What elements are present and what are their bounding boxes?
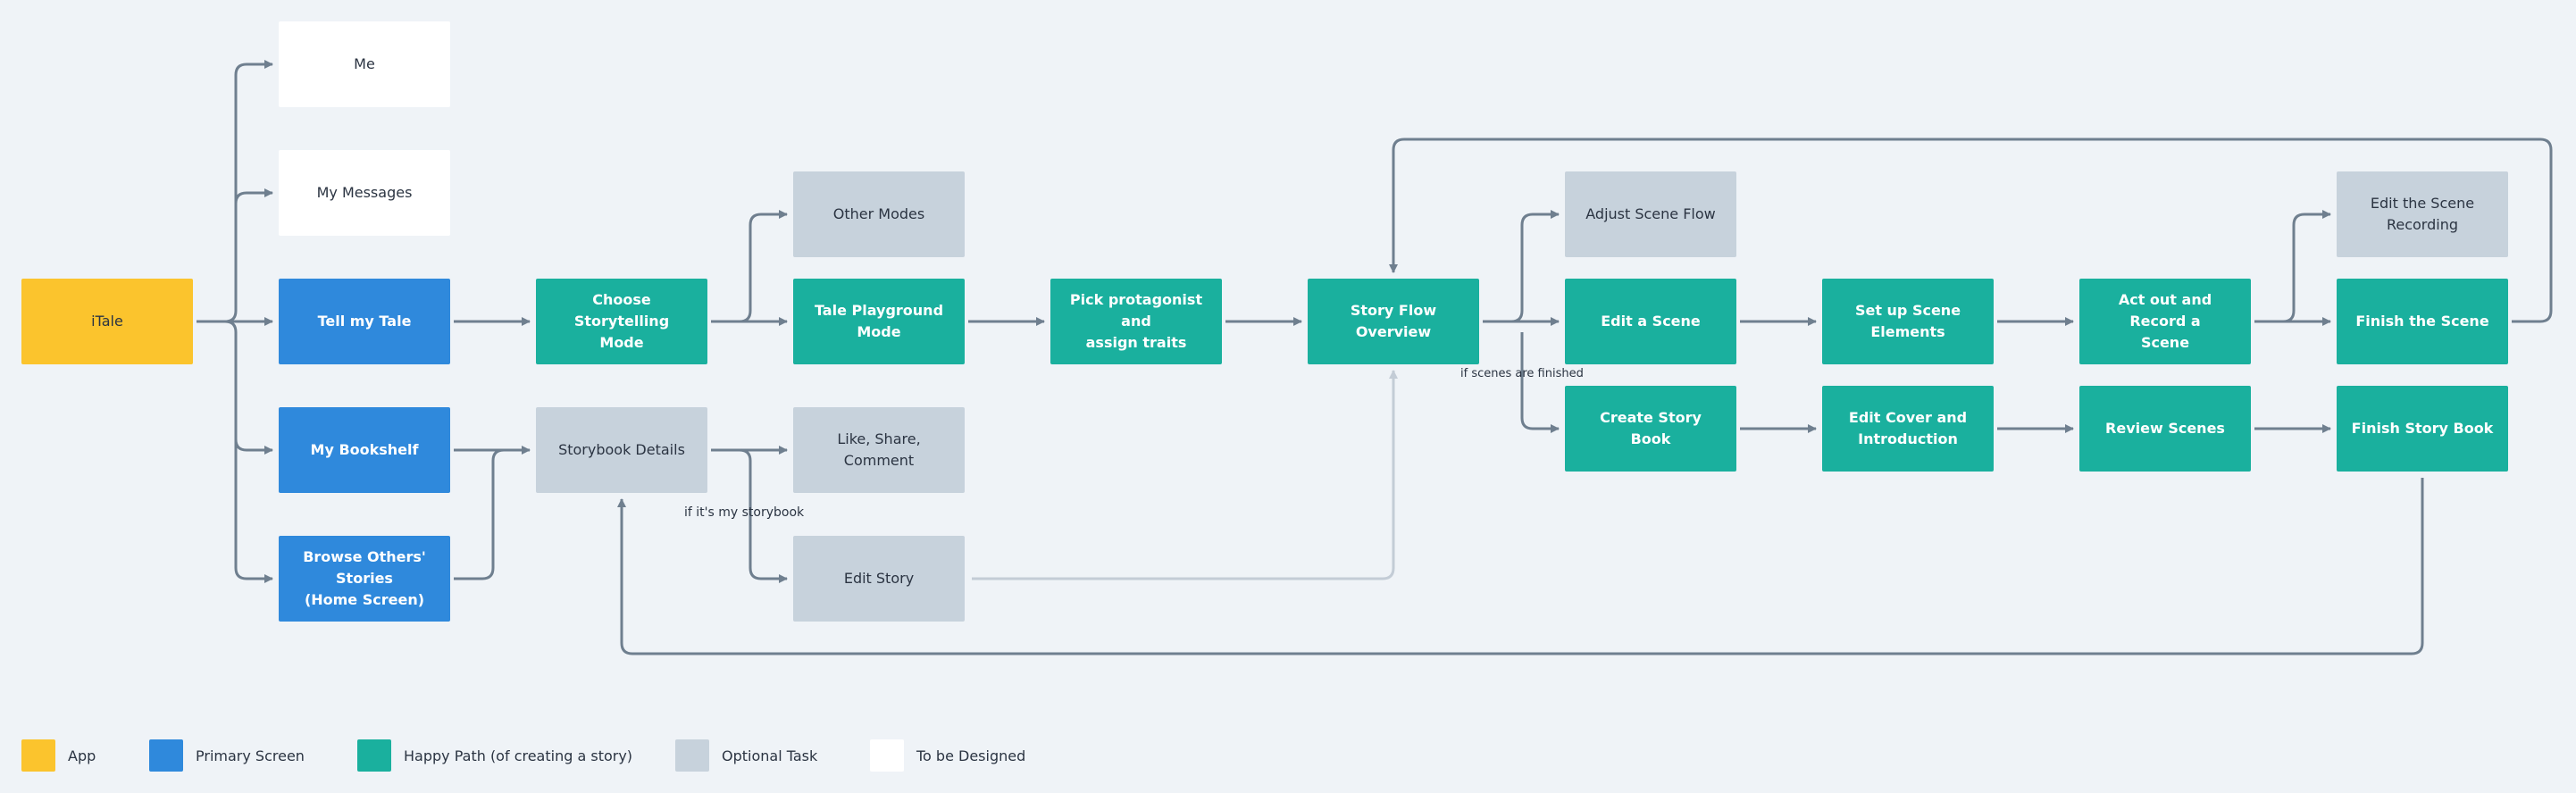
edge-act-editrec bbox=[2254, 210, 2331, 323]
node-edit-story[interactable]: Edit Story bbox=[793, 536, 965, 622]
edge-editstory-storyflow bbox=[972, 370, 1398, 580]
legend-item-primary-screen: Primary Screen bbox=[149, 739, 305, 772]
edge-itale-bookshelf bbox=[197, 320, 273, 583]
node-edit-a-scene[interactable]: Edit a Scene bbox=[1565, 279, 1736, 364]
node-my-bookshelf[interactable]: My Bookshelf bbox=[279, 407, 450, 493]
node-tale-playground-mode[interactable]: Tale Playground Mode bbox=[793, 279, 965, 364]
node-edit-scene-recording[interactable]: Edit the Scene Recording bbox=[2337, 171, 2508, 257]
legend-label: App bbox=[68, 747, 96, 764]
note-if-scenes-finished: if scenes are finished bbox=[1460, 367, 1584, 380]
node-storybook-details[interactable]: Storybook Details bbox=[536, 407, 707, 493]
node-itale[interactable]: iTale bbox=[21, 279, 193, 364]
note-if-my-storybook: if it's my storybook bbox=[684, 505, 805, 520]
edge-itale-messages bbox=[234, 188, 273, 205]
node-review-scenes[interactable]: Review Scenes bbox=[2079, 386, 2251, 472]
edge-choose-other bbox=[711, 210, 788, 323]
legend-swatch-primary bbox=[149, 739, 183, 772]
node-choose-storytelling-mode[interactable]: Choose Storytelling Mode bbox=[536, 279, 707, 364]
edge-flow-create bbox=[1520, 332, 1560, 433]
edge-finish-loop bbox=[1389, 138, 2553, 323]
legend-label: Primary Screen bbox=[196, 747, 305, 764]
node-tell-my-tale[interactable]: Tell my Tale bbox=[279, 279, 450, 364]
node-set-up-scene-elements[interactable]: Set up Scene Elements bbox=[1822, 279, 1994, 364]
node-create-story-book[interactable]: Create Story Book bbox=[1565, 386, 1736, 472]
node-browse-others-stories[interactable]: Browse Others' Stories (Home Screen) bbox=[279, 536, 450, 622]
edge-finishbook-details bbox=[617, 478, 2424, 655]
legend-swatch-tbd bbox=[870, 739, 904, 772]
legend-item-happy-path: Happy Path (of creating a story) bbox=[357, 739, 632, 772]
node-my-messages[interactable]: My Messages bbox=[279, 150, 450, 236]
legend-label: Happy Path (of creating a story) bbox=[404, 747, 633, 764]
legend-label: Optional Task bbox=[722, 747, 818, 764]
node-other-modes[interactable]: Other Modes bbox=[793, 171, 965, 257]
node-like-share-comment[interactable]: Like, Share, Comment bbox=[793, 407, 965, 493]
legend-swatch-app bbox=[21, 739, 55, 772]
legend-item-app: App bbox=[21, 739, 96, 772]
node-edit-cover-introduction[interactable]: Edit Cover and Introduction bbox=[1822, 386, 1994, 472]
legend-swatch-happy bbox=[357, 739, 391, 772]
legend-item-to-be-designed: To be Designed bbox=[870, 739, 1025, 772]
edge-browse-details bbox=[454, 448, 505, 580]
edge-itale-branch-bookshelf bbox=[234, 438, 273, 455]
node-adjust-scene-flow[interactable]: Adjust Scene Flow bbox=[1565, 171, 1736, 257]
legend-label: To be Designed bbox=[916, 747, 1026, 764]
node-me[interactable]: Me bbox=[279, 21, 450, 107]
edge-flow-adjust bbox=[1483, 210, 1560, 323]
node-story-flow-overview[interactable]: Story Flow Overview bbox=[1308, 279, 1479, 364]
legend-swatch-optional bbox=[675, 739, 709, 772]
edge-details-edit bbox=[711, 448, 788, 583]
node-pick-protagonist[interactable]: Pick protagonist and assign traits bbox=[1050, 279, 1222, 364]
node-finish-the-scene[interactable]: Finish the Scene bbox=[2337, 279, 2508, 364]
node-act-out-record[interactable]: Act out and Record a Scene bbox=[2079, 279, 2251, 364]
node-finish-story-book[interactable]: Finish Story Book bbox=[2337, 386, 2508, 472]
legend-item-optional-task: Optional Task bbox=[675, 739, 817, 772]
